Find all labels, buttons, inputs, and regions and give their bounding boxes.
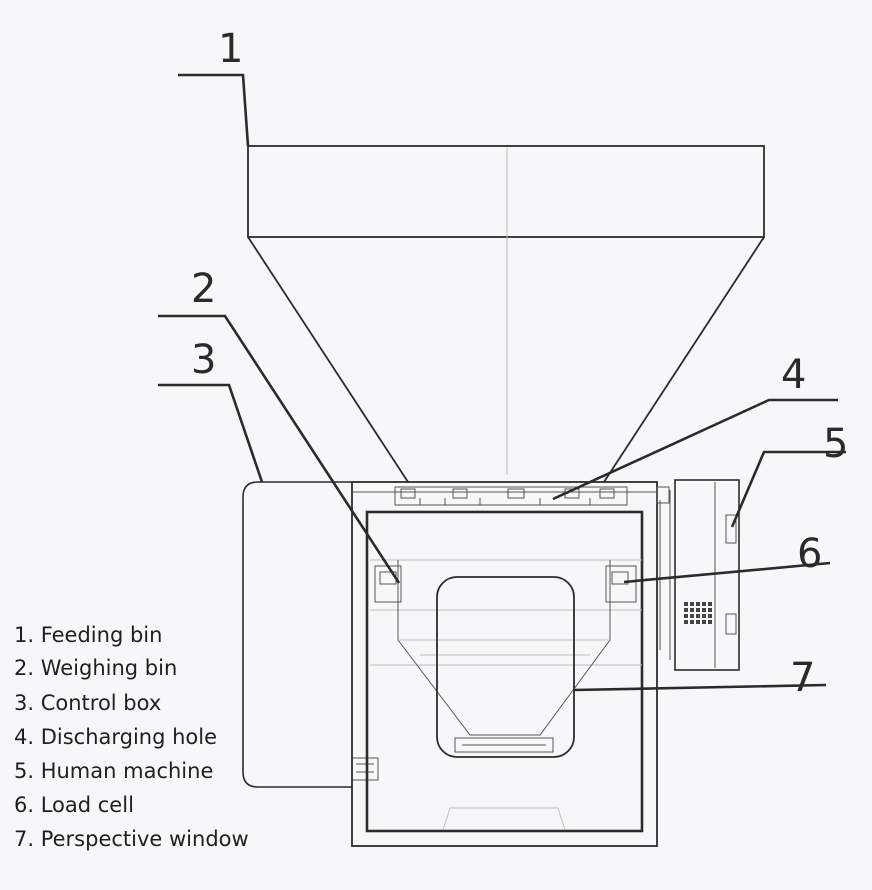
- weighing-bin: [370, 559, 642, 831]
- leader-2: [158, 314, 401, 584]
- vent-grille: [684, 602, 712, 624]
- callout-1: 1: [218, 26, 243, 72]
- leader-3: [158, 383, 264, 483]
- leader-5: [730, 450, 846, 528]
- feeding-bin: [247, 145, 765, 483]
- control-box: [242, 481, 379, 788]
- callout-6: 6: [797, 531, 822, 577]
- leader-lines: [158, 73, 846, 692]
- legend-item: 4. Discharging hole: [14, 725, 217, 749]
- callout-3: 3: [191, 337, 216, 383]
- callout-5: 5: [823, 421, 848, 467]
- legend-item: 7. Perspective window: [14, 827, 249, 851]
- leader-1: [178, 73, 250, 147]
- legend-item: 3. Control box: [14, 691, 161, 715]
- legend-item: 2. Weighing bin: [14, 656, 177, 680]
- legend-item: 1. Feeding bin: [14, 623, 162, 647]
- human-machine-panel: [659, 479, 740, 671]
- legend-item: 6. Load cell: [14, 793, 134, 817]
- legend: 1. Feeding bin 2. Weighing bin 3. Contro…: [14, 623, 249, 851]
- callout-4: 4: [781, 352, 806, 398]
- legend-item: 5. Human machine: [14, 759, 213, 783]
- perspective-window: [436, 576, 575, 758]
- leader-7: [573, 683, 827, 692]
- leader-6: [623, 561, 831, 584]
- callout-2: 2: [191, 266, 216, 312]
- callout-7: 7: [790, 655, 815, 701]
- leader-4: [552, 398, 838, 501]
- main-cabinet: [351, 481, 670, 847]
